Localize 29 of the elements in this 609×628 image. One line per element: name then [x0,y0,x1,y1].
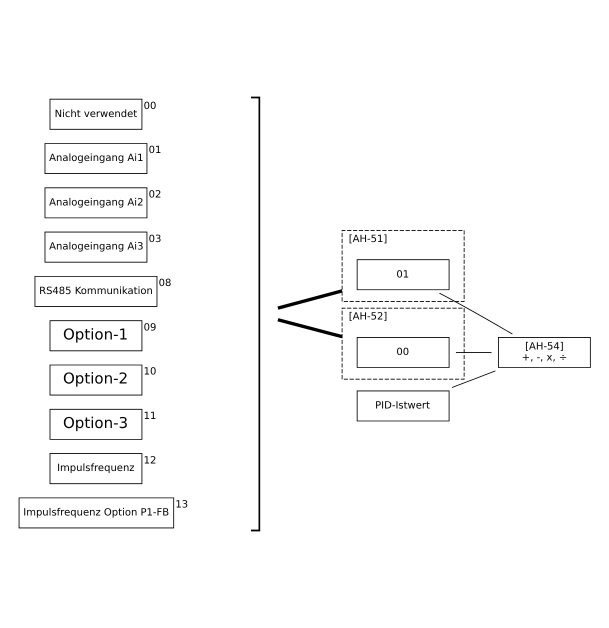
node-box: 00 [356,336,450,368]
connector [456,352,492,353]
node-box: Nicht verwendet [50,98,142,130]
node-box: Option-1 [50,320,142,352]
node-box: Option-2 [50,364,142,396]
node-label: 09 [144,322,156,334]
node-box: [AH-54] +, -, x, ÷ [498,336,591,368]
node-label: 01 [148,145,162,156]
node-label: 08 [158,278,172,290]
node-box: Impulsfrequenz [50,453,142,484]
connector [278,318,343,338]
node-box: PID-Istwert [356,390,450,422]
node-label: 03 [148,234,162,245]
node-label: 12 [144,455,156,466]
node-box: Analogeingang Ai3 [44,232,148,263]
node-box: Option-3 [50,408,142,440]
node-label: 00 [144,100,156,112]
node-box: Analogeingang Ai2 [44,187,148,218]
node-box: RS485 Kommunikation [34,276,158,307]
node-label: 13 [175,500,188,511]
node-label: 11 [144,410,156,422]
node-box: 01 [356,259,450,290]
node-box: Analogeingang Ai1 [44,143,148,174]
connector [452,370,496,388]
node-bracket [251,96,260,532]
node-label: 02 [148,189,162,200]
node-label: 10 [144,366,156,378]
connector [277,289,343,310]
node-box: Impulsfrequenz Option P1-FB [18,497,174,528]
